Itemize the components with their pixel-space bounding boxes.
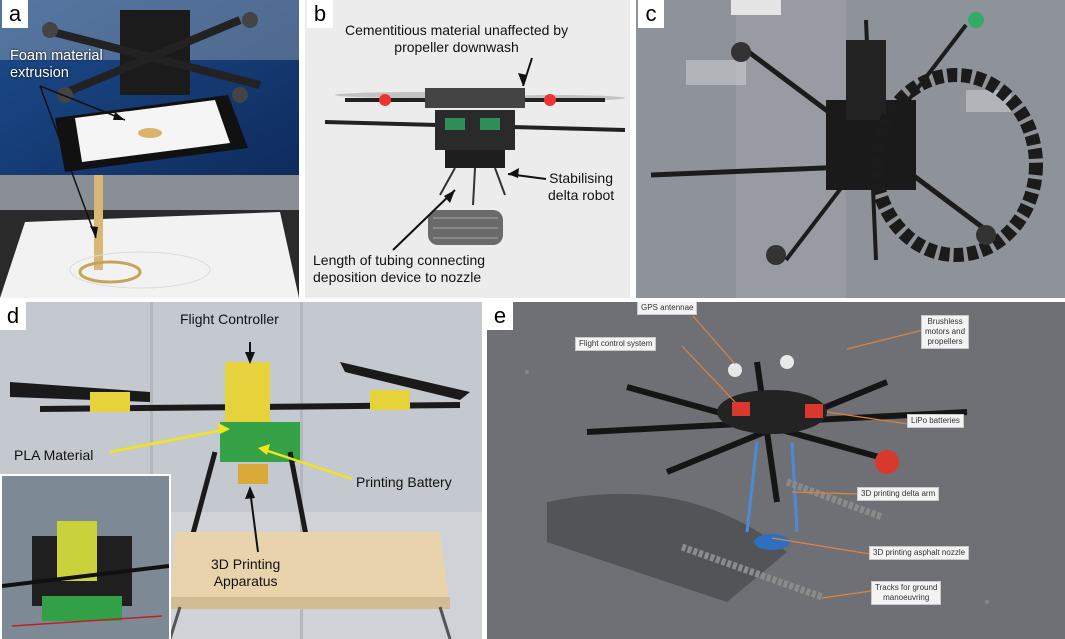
apparatus-label-line2: Apparatus: [213, 573, 278, 589]
foam-extrusion-label: Foam material extrusion: [10, 48, 103, 82]
gps-antennae-callout: GPS antennae: [637, 302, 698, 315]
cement-label: Cementitious material unaffected by prop…: [345, 22, 568, 56]
tracks-callout: Tracks for ground manoeuvring: [871, 581, 942, 605]
asphalt-nozzle-callout: 3D printing asphalt nozzle: [869, 546, 970, 560]
tubing-label-line2: deposition device to nozzle: [313, 269, 482, 285]
cement-label-line1: Cementitious material unaffected by: [345, 22, 569, 38]
motors-propellers-callout: Brushless motors and propellers: [921, 315, 970, 349]
delta-robot-label: Stabilising delta robot: [548, 170, 614, 204]
panel-a-tag: a: [2, 0, 28, 28]
foam-label-line2: extrusion: [10, 65, 69, 81]
delta-label-line2: delta robot: [548, 187, 615, 203]
panel-d: d Flight Controller PLA Material Printin…: [0, 302, 482, 639]
cement-label-line2: propeller downwash: [394, 39, 519, 55]
panel-e-tag: e: [487, 302, 513, 330]
panel-e: e GPS antennae Flight control system Bru…: [487, 302, 1065, 639]
panel-c-tag: c: [638, 0, 664, 28]
panel-b-tag: b: [307, 0, 333, 28]
tracks-line2: manoeuvring: [883, 593, 930, 602]
motors-line1: Brushless: [927, 317, 963, 326]
flight-control-system-callout: Flight control system: [575, 337, 657, 351]
pla-material-label: PLA Material: [14, 447, 94, 463]
panel-d-tag: d: [0, 302, 26, 330]
panel-c-photo: [636, 0, 1065, 298]
lipo-batteries-callout: LiPo batteries: [907, 414, 964, 428]
panel-b-photo: [324, 57, 626, 251]
panel-d-photo: [0, 302, 482, 639]
delta-arm-callout: 3D printing delta arm: [857, 487, 940, 501]
printing-apparatus-label: 3D Printing Apparatus: [211, 556, 280, 590]
inset-drone-image: [2, 476, 169, 639]
panel-b: b Cementitious material unaffected by pr…: [305, 0, 630, 298]
panel-a: a Foam material extrusion: [0, 0, 299, 298]
panel-a-photo: [0, 0, 299, 298]
tubing-label: Length of tubing connecting deposition d…: [313, 252, 485, 286]
motors-line3: propellers: [927, 337, 963, 346]
panel-e-photo: [487, 302, 1065, 639]
tracks-line1: Tracks for ground: [875, 583, 938, 592]
tubing-label-line1: Length of tubing connecting: [313, 252, 486, 268]
flight-controller-label: Flight Controller: [180, 311, 279, 327]
apparatus-label-line1: 3D Printing: [211, 556, 281, 572]
panel-c: c: [636, 0, 1065, 298]
panel-d-inset-photo: [0, 474, 171, 639]
foam-label-line1: Foam material: [10, 48, 103, 64]
delta-label-line1: Stabilising: [549, 170, 613, 186]
motors-line2: motors and: [925, 327, 966, 336]
printing-battery-label: Printing Battery: [356, 474, 452, 490]
